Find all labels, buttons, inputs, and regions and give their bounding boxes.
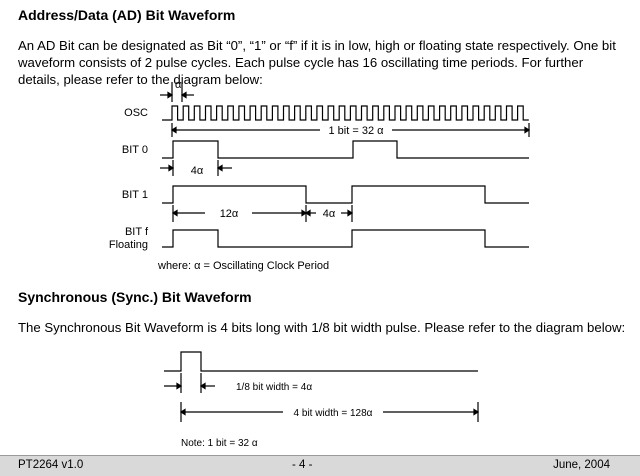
four-bit-width-label: 4 bit width = 128α xyxy=(294,408,373,419)
bit0-waveform xyxy=(162,140,529,159)
description-line-3: details, please refer to the diagram bel… xyxy=(18,72,263,87)
osc-waveform xyxy=(162,105,529,121)
four-alpha-label: 4α xyxy=(191,165,204,177)
page-footer: PT2264 v1.0 - 4 - June, 2004 xyxy=(0,455,640,476)
twelve-alpha-label: 12α xyxy=(220,208,239,220)
eighth-bit-width-label: 1/8 bit width = 4α xyxy=(236,382,312,393)
bitf-label-line1: BIT f xyxy=(125,226,149,238)
eighth-bit-dimension xyxy=(164,373,215,393)
bit0-4alpha-dimension xyxy=(160,160,232,176)
footer-page-number: - 4 - xyxy=(292,459,313,471)
where-note: where: α = Oscillating Clock Period xyxy=(157,260,329,272)
sync-note: Note: 1 bit = 32 α xyxy=(181,438,258,449)
bit1-label: BIT 1 xyxy=(122,189,148,201)
alpha-marker-label: α xyxy=(175,79,182,91)
one-bit-span-dimension xyxy=(170,123,531,137)
section-heading-ad-bit: Address/Data (AD) Bit Waveform xyxy=(18,7,236,23)
sync-waveform xyxy=(164,351,478,372)
alpha-dimension xyxy=(160,82,194,102)
bit1-dimensions xyxy=(171,205,354,222)
sync-description-line: The Synchronous Bit Waveform is 4 bits l… xyxy=(18,320,626,335)
four-bit-dimension xyxy=(179,402,480,422)
four-alpha-label-2: 4α xyxy=(323,208,336,220)
ad-bit-description: An AD Bit can be designated as Bit “0”, … xyxy=(18,37,616,88)
osc-label: OSC xyxy=(124,107,148,119)
sync-bit-description: The Synchronous Bit Waveform is 4 bits l… xyxy=(18,319,625,336)
description-line-1: An AD Bit can be designated as Bit “0”, … xyxy=(18,38,616,53)
footer-date: June, 2004 xyxy=(553,459,610,471)
footer-doc-version: PT2264 v1.0 xyxy=(18,459,84,471)
description-line-2: waveform consists of 2 pulse cycles. Eac… xyxy=(18,55,584,70)
bitf-waveform xyxy=(162,229,529,248)
bitf-label-line2: Floating xyxy=(109,239,148,251)
bit1-waveform xyxy=(162,185,529,204)
bit0-label: BIT 0 xyxy=(122,144,148,156)
one-bit-span-label: 1 bit = 32 α xyxy=(329,125,385,137)
section-heading-sync-bit: Synchronous (Sync.) Bit Waveform xyxy=(18,289,252,305)
